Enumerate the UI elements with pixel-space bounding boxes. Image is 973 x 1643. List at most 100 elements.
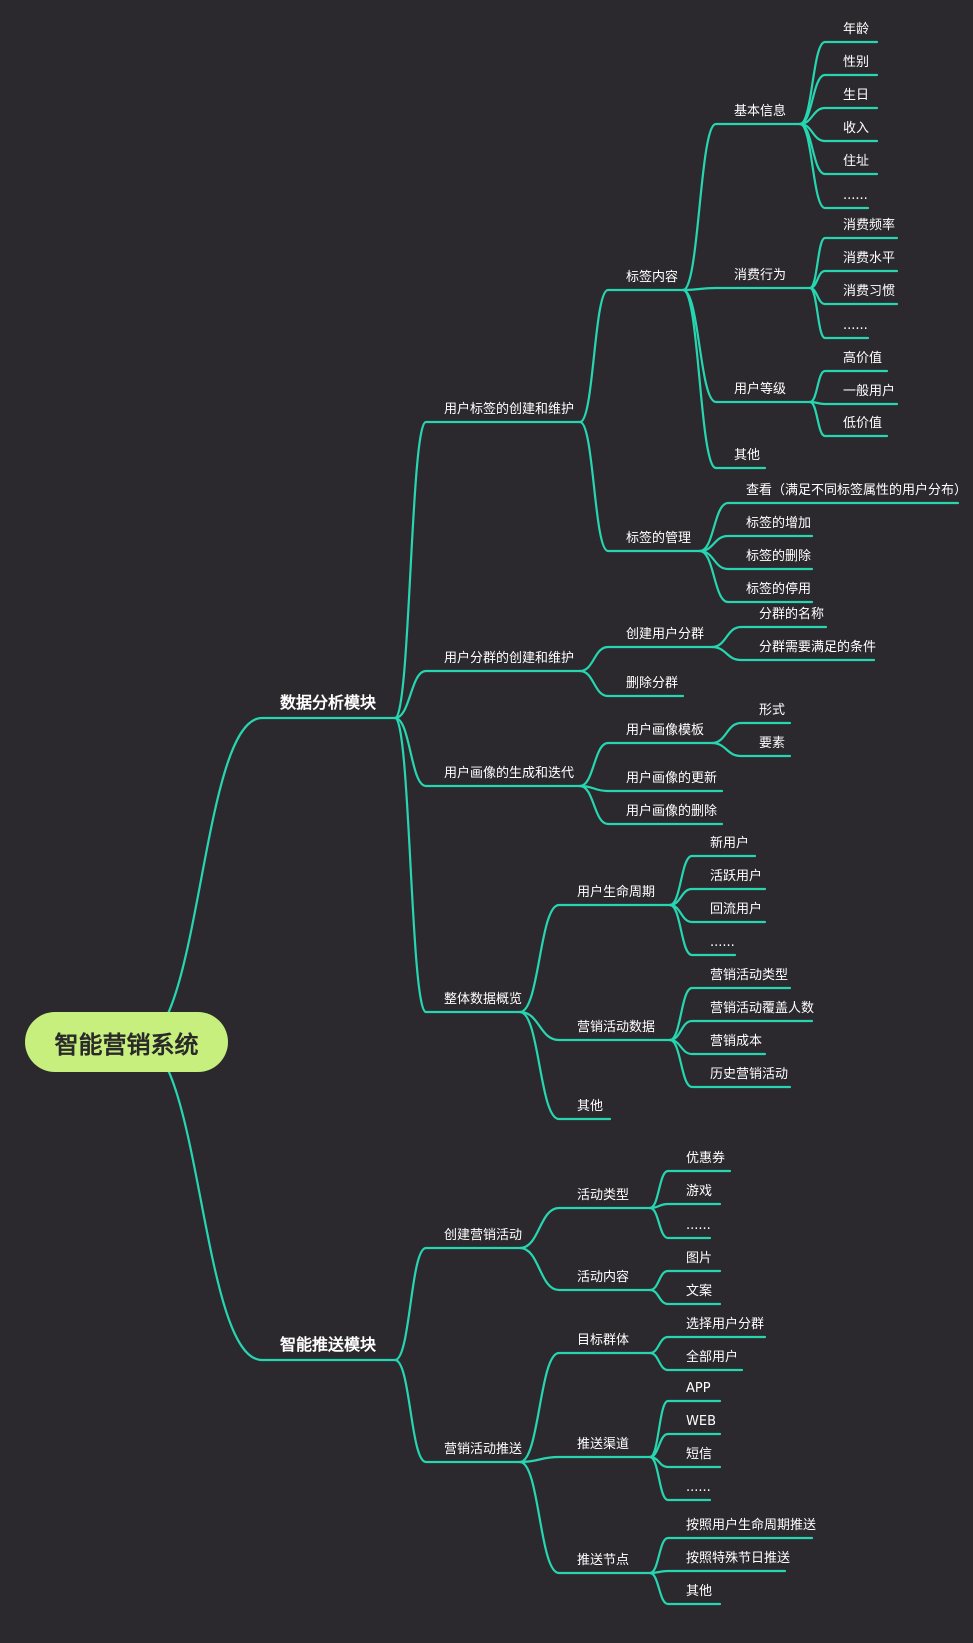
node-a1a2c: 消费习惯 xyxy=(843,284,896,299)
node-a1a: 标签内容 xyxy=(626,270,679,285)
edge-a4b xyxy=(518,1010,672,1042)
edge-b xyxy=(138,1040,397,1362)
edge-a1a2 xyxy=(681,286,812,292)
node-a1a3c: 低价值 xyxy=(843,416,883,431)
node-a1b: 标签的管理 xyxy=(626,531,692,546)
node-a2a2: 分群需要满足的条件 xyxy=(759,640,877,655)
edge-a4a4 xyxy=(668,903,737,957)
root-node: 智能营销系统 xyxy=(25,1012,228,1072)
edge-a2 xyxy=(393,669,582,720)
node-b1b: 活动内容 xyxy=(577,1270,630,1285)
edge-b2a2 xyxy=(648,1351,744,1372)
node-b2c: 推送节点 xyxy=(577,1553,630,1568)
node-a1a3b: 一般用户 xyxy=(843,384,896,399)
node-b1a1: 优惠券 xyxy=(686,1151,726,1166)
edge-b1a1 xyxy=(648,1169,732,1210)
node-a1a2: 消费行为 xyxy=(734,268,787,283)
edge-a2b xyxy=(578,669,685,698)
node-b2b: 推送渠道 xyxy=(577,1437,630,1452)
edge-a1a3c xyxy=(808,400,889,438)
node-a4: 整体数据概览 xyxy=(444,992,523,1007)
edge-b2c3 xyxy=(648,1571,722,1606)
node-b1: 创建营销活动 xyxy=(444,1228,523,1243)
node-b1b1: 图片 xyxy=(686,1251,713,1266)
node-b2b3: 短信 xyxy=(686,1447,713,1462)
node-a3a: 用户画像模板 xyxy=(626,723,705,738)
node-a4b: 营销活动数据 xyxy=(577,1020,656,1035)
edge-b1a xyxy=(518,1206,652,1250)
node-b2a1: 选择用户分群 xyxy=(686,1317,765,1332)
edge-b1a2 xyxy=(648,1202,722,1210)
node-a1a2b: 消费水平 xyxy=(843,251,896,266)
node-a3a1: 形式 xyxy=(759,703,786,718)
node-a4b4: 历史营销活动 xyxy=(710,1067,789,1082)
edge-a xyxy=(138,716,397,1044)
edge-a1b xyxy=(578,420,702,553)
node-a4b3: 营销成本 xyxy=(710,1034,763,1049)
edge-b1b xyxy=(518,1246,652,1292)
node-a2b: 删除分群 xyxy=(626,676,679,691)
node-a4b1: 营销活动类型 xyxy=(710,968,789,983)
node-a4a4: ...... xyxy=(710,935,735,950)
edge-a1b4 xyxy=(698,549,814,604)
node-b1b2: 文案 xyxy=(686,1284,713,1299)
edge-a4 xyxy=(393,716,522,1014)
edge-b2b2 xyxy=(648,1432,722,1459)
edge-b2c xyxy=(518,1460,652,1575)
node-a1b3: 标签的删除 xyxy=(746,549,812,564)
node-a2: 用户分群的创建和维护 xyxy=(444,651,575,666)
node-a3: 用户画像的生成和迭代 xyxy=(444,766,575,781)
node-a1a1b: 性别 xyxy=(843,55,870,70)
node-a1a1e: 住址 xyxy=(843,154,870,169)
node-a1b4: 标签的停用 xyxy=(746,582,812,597)
node-a4a1: 新用户 xyxy=(710,836,750,851)
edge-b2 xyxy=(393,1358,522,1464)
edge-a2a xyxy=(578,645,714,673)
edge-a4a xyxy=(518,903,672,1014)
edge-b1 xyxy=(393,1246,522,1362)
edge-b2c1 xyxy=(648,1536,814,1575)
node-a: 数据分析模块 xyxy=(280,693,377,712)
edge-b2a xyxy=(518,1351,652,1464)
edge-a1b1 xyxy=(698,501,960,553)
node-b2b1: APP xyxy=(686,1381,711,1396)
node-b1a2: 游戏 xyxy=(686,1184,713,1199)
edge-a1a4 xyxy=(681,288,767,470)
edge-a1 xyxy=(393,420,582,720)
edge-a2a2 xyxy=(710,645,876,662)
node-a1a3: 用户等级 xyxy=(734,382,787,397)
node-a1a1: 基本信息 xyxy=(734,104,787,119)
node-a2a1: 分群的名称 xyxy=(759,607,825,622)
edge-a1a xyxy=(578,288,685,424)
node-b2a2: 全部用户 xyxy=(686,1350,739,1365)
edge-b2c2 xyxy=(648,1569,787,1575)
node-a3c: 用户画像的删除 xyxy=(626,804,718,819)
node-b2b2: WEB xyxy=(686,1414,716,1429)
edge-a3c xyxy=(578,784,724,826)
node-b2a: 目标群体 xyxy=(577,1333,630,1348)
node-a2a: 创建用户分群 xyxy=(626,627,705,642)
edge-a3a xyxy=(578,741,714,788)
node-a1a1d: 收入 xyxy=(843,121,870,136)
node-a1a1c: 生日 xyxy=(843,88,870,103)
edge-b2b xyxy=(518,1455,652,1464)
node-b2c3: 其他 xyxy=(686,1584,713,1599)
node-a1a1f: ...... xyxy=(843,188,868,203)
node-b1a: 活动类型 xyxy=(577,1188,630,1203)
edge-a1a3b xyxy=(808,400,899,406)
edge-a4c xyxy=(518,1010,612,1121)
edge-a1a2d xyxy=(808,286,870,340)
edge-b1b2 xyxy=(648,1288,722,1306)
node-a4a2: 活跃用户 xyxy=(710,869,763,884)
edge-a1a3a xyxy=(808,369,889,404)
node-b2c2: 按照特殊节日推送 xyxy=(686,1551,791,1566)
edge-a3 xyxy=(393,716,582,788)
node-a3a2: 要素 xyxy=(759,736,786,751)
node-a3b: 用户画像的更新 xyxy=(626,771,718,786)
node-a4a: 用户生命周期 xyxy=(577,885,656,900)
node-a1: 用户标签的创建和维护 xyxy=(444,402,575,417)
node-a1b2: 标签的增加 xyxy=(746,516,812,531)
edge-b1a3 xyxy=(648,1206,712,1240)
edge-a1a1 xyxy=(681,122,802,292)
